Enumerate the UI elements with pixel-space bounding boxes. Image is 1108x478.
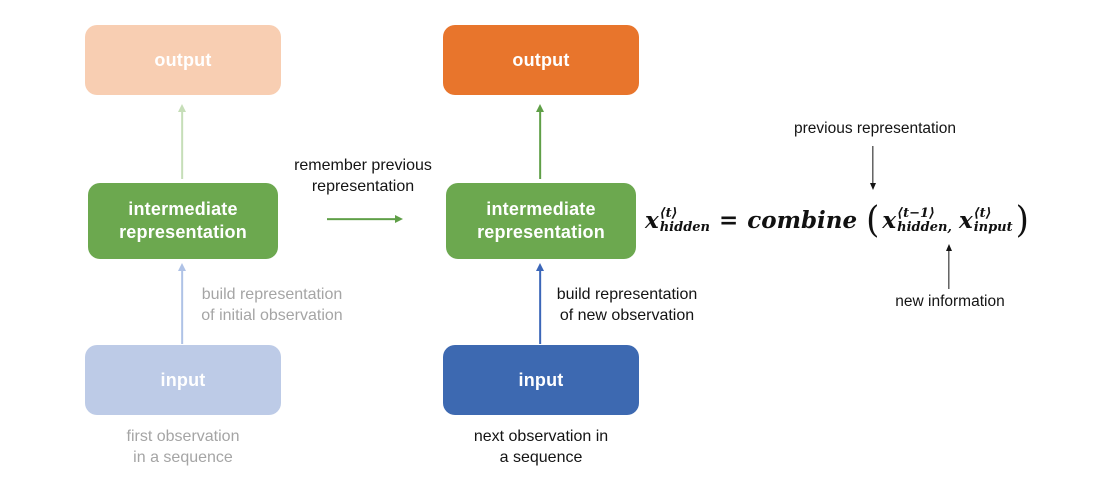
- arrow-shaft: [181, 269, 183, 344]
- arrow-head: [536, 104, 544, 112]
- previous-representation-label: previous representation: [794, 120, 956, 137]
- close-paren: ): [1015, 198, 1029, 242]
- remember-caption: remember previous representation: [294, 157, 432, 196]
- current-input-box: input: [443, 345, 639, 415]
- arrow-shaft: [181, 110, 183, 179]
- arrow-shaft: [948, 250, 950, 289]
- formula-lhs-base: x: [645, 206, 659, 234]
- formula-arg2-base: x: [958, 206, 973, 234]
- arrow-shaft: [539, 269, 541, 344]
- arrow-cur-intermediate-to-output-icon: [534, 104, 546, 179]
- combine-formula: x⟨t⟩hidden = combine ( x⟨t−1⟩hidden, x⟨t…: [645, 197, 1032, 243]
- formula-arg2-superscript: ⟨t⟩: [973, 206, 992, 222]
- current-sequence-caption: next observation in a sequence: [473, 428, 609, 467]
- previous-output-box: output: [85, 25, 281, 95]
- previous-sequence-caption: first observation in a sequence: [126, 428, 240, 467]
- formula-arg1-superscript: ⟨t−1⟩: [897, 206, 935, 222]
- arrow-shaft: [539, 110, 541, 179]
- equals-sign: =: [719, 206, 739, 234]
- formula-arg2-term: x⟨t⟩input: [958, 206, 1013, 235]
- current-build-caption: build representation of new observation: [556, 286, 698, 325]
- formula-arg1-subscript: hidden,: [897, 220, 952, 235]
- formula-arg1-base: x: [882, 206, 897, 234]
- current-output-box: output: [443, 25, 639, 95]
- formula-arg2-subscript: input: [973, 220, 1013, 235]
- arrow-new-information-icon: [943, 244, 955, 289]
- formula-arg1-scripts: ⟨t−1⟩hidden,: [897, 207, 952, 234]
- formula-lhs-subscript: hidden: [659, 220, 711, 235]
- formula-lhs-superscript: ⟨t⟩: [659, 206, 678, 222]
- formula-arg1-term: x⟨t−1⟩hidden,: [882, 206, 952, 235]
- arrow-shaft: [872, 146, 874, 184]
- formula-arg2-scripts: ⟨t⟩input: [974, 207, 1013, 234]
- arrow-previous-representation-icon: [867, 146, 879, 190]
- new-information-label: new information: [895, 293, 1005, 310]
- arrow-head: [870, 183, 876, 190]
- arrow-head: [178, 104, 186, 112]
- previous-build-caption: build representation of initial observat…: [201, 286, 343, 325]
- arrow-head: [395, 215, 403, 223]
- formula-lhs-scripts: ⟨t⟩hidden: [660, 207, 710, 234]
- formula-lhs-term: x⟨t⟩hidden: [645, 206, 710, 235]
- previous-input-box: input: [85, 345, 281, 415]
- arrow-cur-input-to-intermediate-icon: [534, 263, 546, 344]
- arrow-prev-input-to-intermediate-icon: [176, 263, 188, 344]
- arrow-head: [536, 263, 544, 271]
- arrow-head: [946, 244, 952, 251]
- arrow-shaft: [327, 218, 397, 220]
- arrow-head: [178, 263, 186, 271]
- combine-function-name: combine: [747, 206, 858, 234]
- open-paren: (: [866, 198, 880, 242]
- arrow-prev-intermediate-to-output-icon: [176, 104, 188, 179]
- current-intermediate-box: intermediate representation: [446, 183, 636, 259]
- arrow-remember-representation-icon: [327, 213, 403, 225]
- previous-intermediate-box: intermediate representation: [88, 183, 278, 259]
